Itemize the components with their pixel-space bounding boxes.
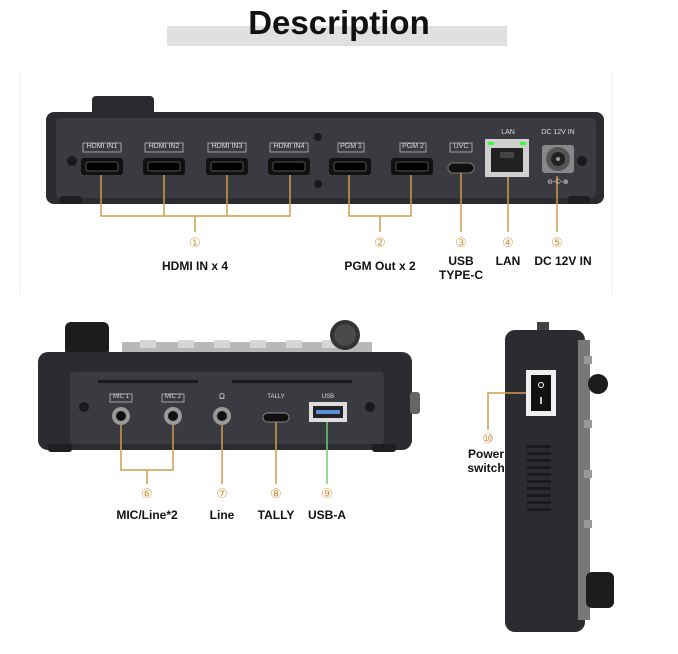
label-usb-type-c: USB TYPE-C bbox=[438, 254, 483, 282]
port-label-dc: DC 12V IN bbox=[541, 129, 575, 136]
label-lan: LAN bbox=[495, 254, 521, 268]
front-device bbox=[38, 320, 420, 452]
vent-grille bbox=[98, 380, 352, 383]
label-power-switch: Power switch bbox=[467, 447, 505, 475]
front-leader-lines bbox=[120, 422, 277, 484]
port-label-lan: LAN bbox=[501, 129, 515, 136]
port-label-pgm2: PGM 2 bbox=[402, 143, 424, 150]
port-label-hdmi-in4: HDMI IN4 bbox=[273, 143, 305, 150]
usb-c-port bbox=[447, 162, 475, 174]
headphone-icon: Ω bbox=[219, 392, 225, 401]
power-leader bbox=[487, 392, 526, 430]
pgm-port-2 bbox=[391, 158, 433, 175]
callout-num-10: ⑩ bbox=[482, 431, 494, 446]
port-label-tally: TALLY bbox=[267, 394, 285, 400]
side-vent bbox=[527, 445, 551, 511]
callout-num-8: ⑧ bbox=[270, 486, 282, 501]
callout-num-6: ⑥ bbox=[141, 486, 153, 501]
callout-num-5: ⑤ bbox=[551, 235, 563, 250]
line-jack bbox=[213, 407, 231, 425]
port-label-mic2: MIC 2 bbox=[164, 394, 181, 400]
label-usb-a: USB-A bbox=[308, 508, 346, 522]
port-label-mic1: MIC 1 bbox=[112, 394, 129, 400]
callout-num-3: ③ bbox=[455, 235, 467, 250]
pgm-port-1 bbox=[329, 158, 371, 175]
title-underline bbox=[167, 26, 507, 46]
port-label-usb: USB bbox=[321, 394, 335, 400]
tally-port bbox=[262, 412, 290, 423]
label-line: Line bbox=[209, 508, 235, 522]
port-label-pgm1: PGM 1 bbox=[340, 143, 362, 150]
usb-a-port bbox=[309, 402, 347, 422]
page-title: Description bbox=[248, 4, 430, 41]
callout-num-4: ④ bbox=[502, 235, 514, 250]
top-leader-lines bbox=[100, 173, 558, 232]
label-dc-12v-in: DC 12V IN bbox=[534, 254, 592, 268]
port-label-hdmi-in3: HDMI IN3 bbox=[211, 143, 243, 150]
port-label-hdmi-in1: HDMI IN1 bbox=[86, 143, 118, 150]
hdmi-port-3 bbox=[206, 158, 248, 175]
port-label-uvc: UVC bbox=[453, 143, 469, 150]
hdmi-port-1 bbox=[81, 158, 123, 175]
label-mic-line: MIC/Line*2 bbox=[116, 508, 178, 522]
hdmi-port-2 bbox=[143, 158, 185, 175]
mic-1-jack bbox=[109, 393, 133, 425]
label-hdmi-in: HDMI IN x 4 bbox=[161, 259, 228, 273]
mic-2-jack bbox=[161, 393, 185, 425]
top-port-labels bbox=[82, 142, 473, 153]
dc-jack bbox=[542, 145, 574, 173]
label-pgm-out: PGM Out x 2 bbox=[344, 259, 416, 273]
label-tally: TALLY bbox=[257, 508, 295, 522]
callout-num-9: ⑨ bbox=[321, 486, 333, 501]
hdmi-port-4 bbox=[268, 158, 310, 175]
callout-num-7: ⑦ bbox=[216, 486, 228, 501]
callout-num-1: ① bbox=[189, 235, 201, 250]
callout-num-2: ② bbox=[374, 235, 386, 250]
dc-polarity-symbol: ⊖-©-⊕ bbox=[547, 179, 569, 186]
side-device bbox=[505, 322, 614, 632]
port-label-hdmi-in2: HDMI IN2 bbox=[148, 143, 180, 150]
lan-port bbox=[485, 139, 529, 177]
